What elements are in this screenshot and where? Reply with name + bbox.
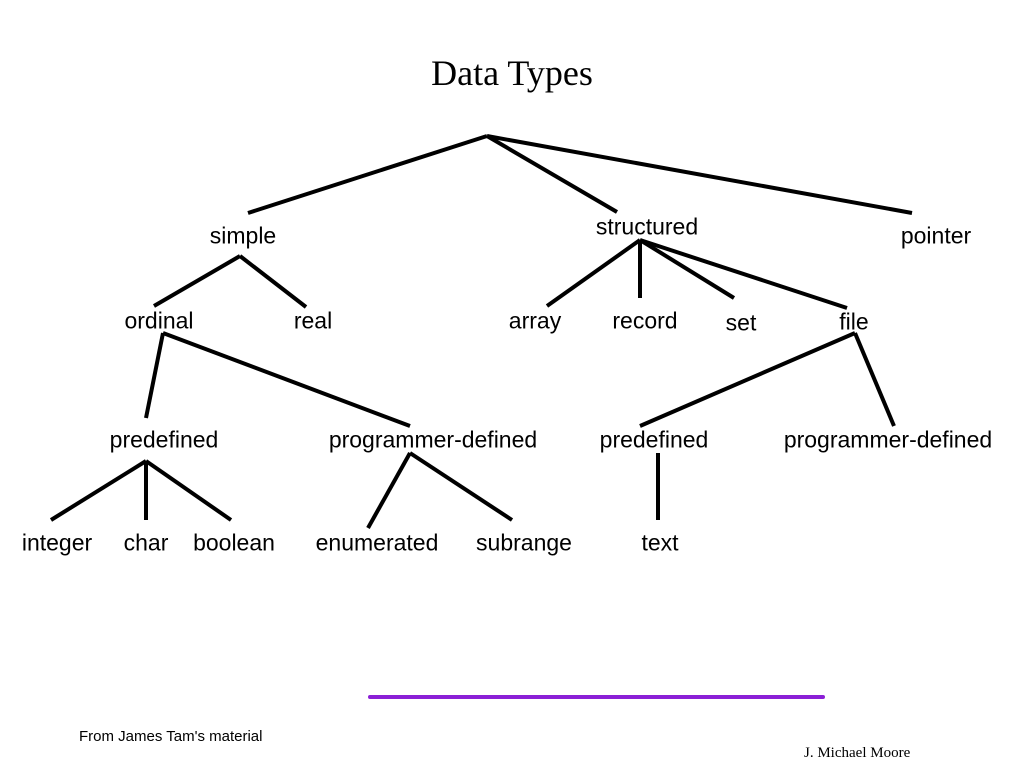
edge-root-simple — [247, 134, 488, 215]
node-set: set — [725, 309, 757, 336]
node-file-predefined: predefined — [599, 426, 709, 453]
author-credit: J. Michael Moore — [804, 745, 911, 761]
node-structured: structured — [595, 213, 699, 240]
edge-root-pointer — [486, 134, 913, 215]
node-simple: simple — [209, 222, 277, 249]
node-record: record — [612, 307, 678, 334]
node-file: file — [839, 308, 869, 335]
edge-structured-array — [545, 238, 642, 308]
edge-programmer-defined-subrange — [408, 451, 514, 522]
edge-ordinal-predefined — [144, 332, 165, 419]
source-note: From James Tam's material — [79, 728, 263, 745]
node-file-programmer-defined: programmer-defined — [783, 426, 993, 453]
node-array: array — [508, 307, 562, 334]
accent-bar — [368, 695, 825, 699]
edge-file-programmer-defined — [853, 332, 896, 427]
node-text: text — [641, 529, 679, 556]
edge-file-predefined — [639, 331, 856, 428]
node-integer: integer — [21, 529, 93, 556]
node-boolean: boolean — [193, 529, 275, 556]
edge-structured-file — [639, 238, 848, 310]
slide-title: Data Types — [431, 53, 593, 93]
node-ordinal-predefined: predefined — [109, 426, 219, 453]
edge-predefined-integer — [49, 459, 148, 522]
edge-simple-ordinal — [152, 254, 242, 308]
node-char: char — [123, 529, 169, 556]
edge-root-structured — [485, 134, 619, 214]
node-enumerated: enumerated — [315, 529, 439, 556]
edge-programmer-defined-enumerated — [366, 452, 412, 529]
edge-structured-set — [638, 238, 736, 300]
edge-ordinal-programmer-defined — [162, 331, 411, 428]
node-ordinal: ordinal — [124, 307, 194, 334]
node-pointer: pointer — [900, 222, 972, 249]
edge-simple-real — [238, 254, 308, 309]
node-subrange: subrange — [476, 529, 572, 556]
node-real: real — [293, 307, 333, 334]
node-ordinal-programmer-defined: programmer-defined — [328, 426, 538, 453]
edge-predefined-boolean — [144, 459, 233, 522]
